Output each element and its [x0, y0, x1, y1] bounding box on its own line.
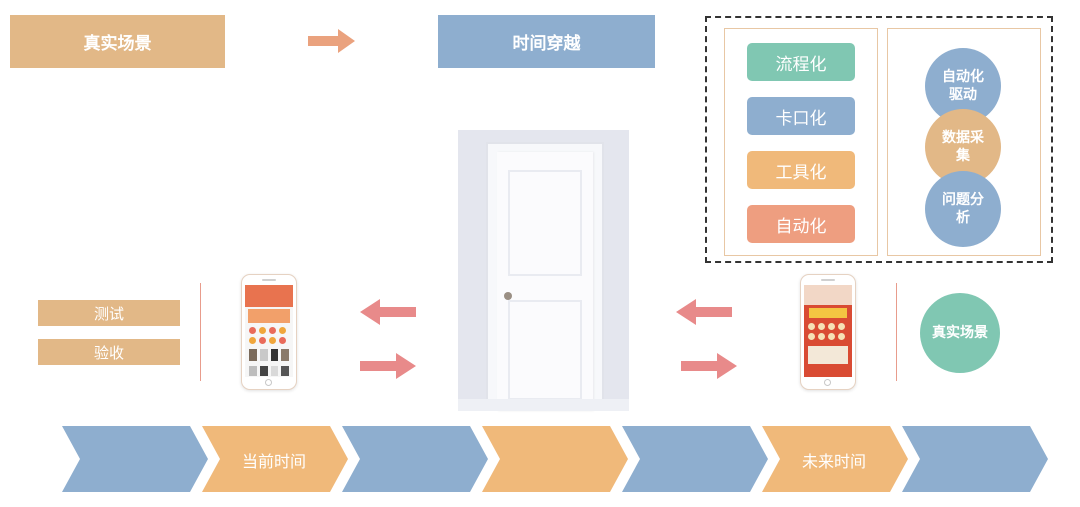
left-arrow-icon	[676, 299, 732, 325]
capability-item-tooling: 工具化	[747, 151, 855, 189]
capability-item-automation: 自动化	[747, 205, 855, 243]
phone-home-button-icon	[265, 379, 272, 386]
door-upper-panel	[508, 170, 582, 276]
acceptance-label: 验收	[93, 343, 124, 362]
right-arrow-icon	[681, 353, 737, 379]
circle-problem-analysis: 问题分析	[925, 171, 1001, 247]
capability-item-label: 流程化	[775, 54, 827, 75]
test-label: 测试	[93, 304, 124, 323]
capability-item-process: 流程化	[747, 43, 855, 81]
timeline-segment-4	[482, 426, 628, 492]
phone-screen	[804, 285, 852, 377]
capability-circle-box: 自动化驱动 数据采集 问题分析	[887, 28, 1041, 256]
capability-item-label: 卡口化	[775, 108, 827, 129]
current-time-label: 当前时间	[241, 452, 306, 471]
capability-item-label: 工具化	[775, 162, 827, 183]
timeline-segment-6	[762, 426, 908, 492]
real-scene-circle: 真实场景	[920, 293, 1000, 373]
right-arrow-icon	[308, 29, 355, 53]
timeline-segment-5	[622, 426, 768, 492]
future-time-label: 未来时间	[801, 452, 866, 471]
door-floor	[458, 399, 629, 411]
real-scene-header: 真实场景	[10, 15, 225, 68]
right-divider	[896, 283, 897, 381]
real-scene-header-label: 真实场景	[83, 34, 152, 54]
test-box: 测试	[38, 300, 180, 326]
door-image	[458, 130, 629, 411]
capability-item-checkpoint: 卡口化	[747, 97, 855, 135]
phone-home-button-icon	[824, 379, 831, 386]
current-app-phone	[241, 274, 297, 390]
circle-label: 数据采集	[942, 130, 984, 164]
circle-label: 问题分析	[942, 192, 984, 226]
future-app-phone	[800, 274, 856, 390]
left-arrow-icon	[360, 299, 416, 325]
left-divider	[200, 283, 201, 381]
time-travel-header-label: 时间穿越	[512, 34, 581, 54]
timeline-segment-7	[902, 426, 1048, 492]
circle-data-collection: 数据采集	[925, 109, 1001, 185]
capability-list-box: 流程化 卡口化 工具化 自动化	[724, 28, 878, 256]
real-scene-circle-label: 真实场景	[932, 325, 988, 341]
door-knob-icon	[504, 292, 512, 300]
phone-screen	[245, 285, 293, 377]
capability-panel: 流程化 卡口化 工具化 自动化 自动化驱动 数据采集 问题分析	[705, 16, 1053, 263]
phone-speaker-icon	[821, 279, 835, 281]
right-arrow-icon	[360, 353, 416, 379]
phone-speaker-icon	[262, 279, 276, 281]
capability-item-label: 自动化	[775, 216, 827, 237]
circle-label: 自动化驱动	[942, 69, 984, 103]
timeline-segment-3	[342, 426, 488, 492]
acceptance-box: 验收	[38, 339, 180, 365]
timeline-segment-1	[62, 426, 208, 492]
time-travel-header: 时间穿越	[438, 15, 655, 68]
door-panel	[497, 152, 593, 411]
timeline	[62, 426, 1048, 492]
timeline-segment-2	[202, 426, 348, 492]
door-lower-panel	[508, 300, 582, 400]
